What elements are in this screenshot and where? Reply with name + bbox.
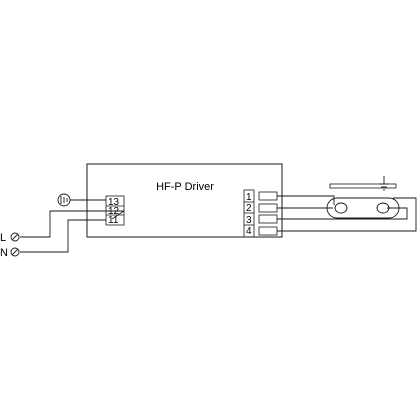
driver-box [86,163,283,238]
fluorescent-lamp-icon [326,197,400,219]
terminal-2-label: 2 [246,203,252,214]
lamp-reflector [329,183,397,189]
terminal-2-clamp [258,203,278,213]
link-12-to-11 [111,210,125,220]
line-label: L [0,232,6,244]
terminal-3-label: 3 [246,215,252,226]
terminal-screw-icon [10,232,20,242]
terminal-1-clamp [258,191,278,201]
driver-title: HF-P Driver [156,181,214,193]
terminal-4-clamp [258,226,278,236]
neutral-label: N [0,247,8,259]
earth-ground-icon [57,193,71,207]
terminal-3-clamp [258,214,278,224]
terminal-12-label: 12 [108,206,120,217]
input-terminal-block: 13 12 11 [105,195,125,226]
lamp-wire-3 [277,207,408,220]
terminal-11-label: 11 [108,215,119,226]
lamp-wire-4 [277,197,417,232]
terminal-screw-icon [10,247,20,257]
terminal-13-label: 13 [108,197,120,208]
chassis-ground-icon [379,176,389,191]
terminal-1-label: 1 [246,192,252,203]
terminal-4-label: 4 [246,226,252,237]
neutral-wire [20,219,106,253]
lamp-wire-1 [277,195,335,205]
output-terminal-block: 1 2 3 4 [243,189,278,238]
line-wire [20,210,124,238]
